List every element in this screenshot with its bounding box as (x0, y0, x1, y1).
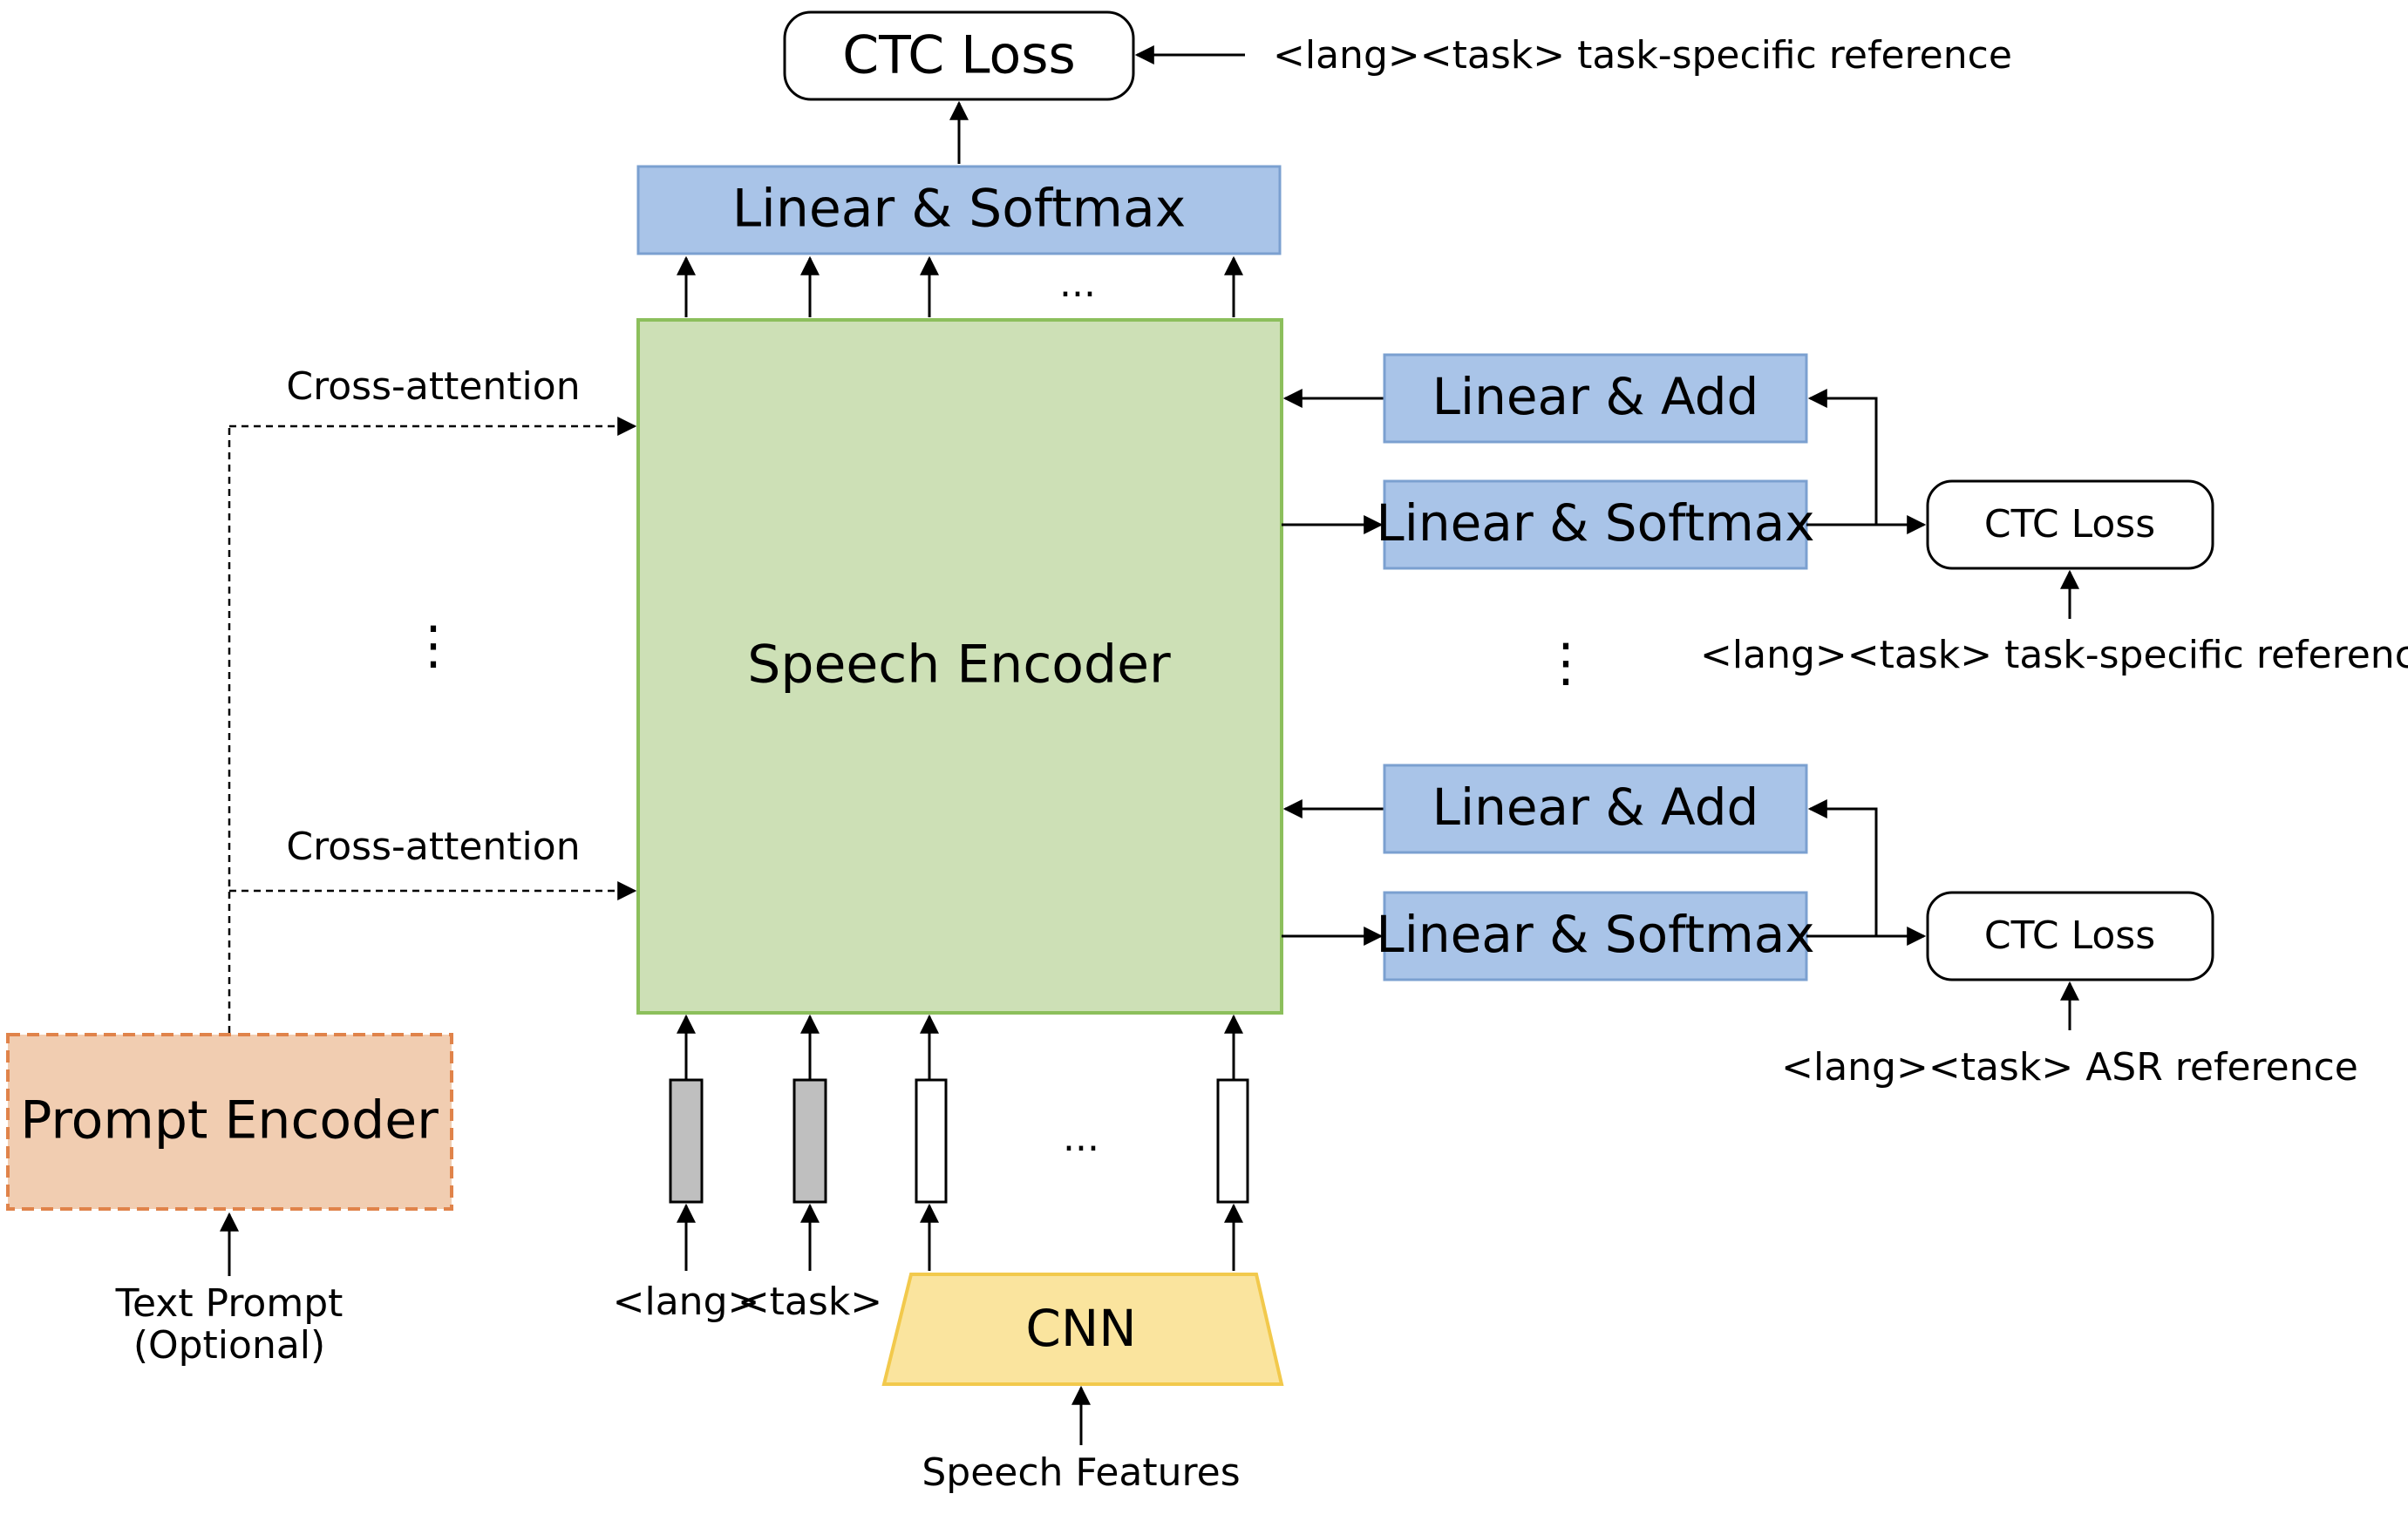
upper-linear-add-box: Linear & Add (1383, 353, 1808, 444)
upper-reference-label: <lang><task> task-specific reference (1700, 633, 2408, 677)
inputs-to-tokens-arrows (677, 1203, 1243, 1271)
lower-linear-softmax-label: Linear & Softmax (1376, 905, 1814, 964)
lang-token-label: <lang> (613, 1280, 760, 1324)
top-arrows-ellipsis: ... (1059, 261, 1096, 306)
tokens-to-encoder-arrows (677, 1014, 1243, 1079)
top-ctc-loss-box: CTC Loss (783, 10, 1135, 101)
lower-ctc-loss-box: CTC Loss (1926, 891, 2214, 981)
upper-feedback-connector (1806, 389, 1927, 534)
speech-frame-embedding-1 (915, 1078, 948, 1204)
cross-attention-dashed-lines (228, 417, 637, 1033)
lower-linear-add-box: Linear & Add (1383, 764, 1808, 854)
lower-reference-label: <lang><task> ASR reference (1781, 1045, 2358, 1090)
lower-linear-softmax-box: Linear & Softmax (1376, 891, 1815, 981)
speech-frame-embedding-n (1216, 1078, 1249, 1204)
prompt-encoder-box: Prompt Encoder (6, 1033, 453, 1211)
text-prompt-optional-label: (Optional) (133, 1323, 325, 1368)
cnn-label: CNN (1025, 1299, 1136, 1358)
speech-encoder-label: Speech Encoder (747, 635, 1171, 696)
top-ctc-loss-label: CTC Loss (842, 25, 1076, 86)
top-linear-softmax-box: Linear & Softmax (636, 165, 1282, 255)
lower-feedback-connector (1806, 799, 1927, 946)
frames-ellipsis: ... (1063, 1116, 1099, 1160)
upper-linear-add-label: Linear & Add (1432, 367, 1759, 426)
cross-attention-top-label: Cross-attention (286, 364, 580, 409)
upper-ctc-loss-box: CTC Loss (1926, 479, 2214, 570)
speech-features-label: Speech Features (922, 1450, 1240, 1495)
upper-ctc-loss-label: CTC Loss (1984, 502, 2155, 547)
encoder-to-top-arrows (677, 255, 1243, 317)
task-token-embedding (792, 1078, 827, 1204)
speech-encoder-box: Speech Encoder (636, 318, 1283, 1015)
upper-linear-softmax-label: Linear & Softmax (1376, 493, 1814, 553)
lang-token-embedding (669, 1078, 704, 1204)
right-vertical-ellipsis: ⋮ (1540, 633, 1592, 694)
top-linear-softmax-label: Linear & Softmax (732, 179, 1187, 240)
cnn-box: CNN (881, 1273, 1284, 1386)
lower-linear-add-label: Linear & Add (1432, 777, 1759, 837)
top-reference-label: <lang><task> task-specific reference (1273, 33, 2012, 78)
task-token-label: <task> (738, 1280, 882, 1324)
cross-attention-bottom-label: Cross-attention (286, 825, 580, 869)
lower-ctc-loss-label: CTC Loss (1984, 913, 2155, 958)
upper-linear-softmax-box: Linear & Softmax (1376, 479, 1815, 570)
text-prompt-label: Text Prompt (115, 1281, 344, 1326)
prompt-encoder-label: Prompt Encoder (20, 1090, 439, 1151)
left-vertical-ellipsis: ⋮ (407, 615, 459, 676)
